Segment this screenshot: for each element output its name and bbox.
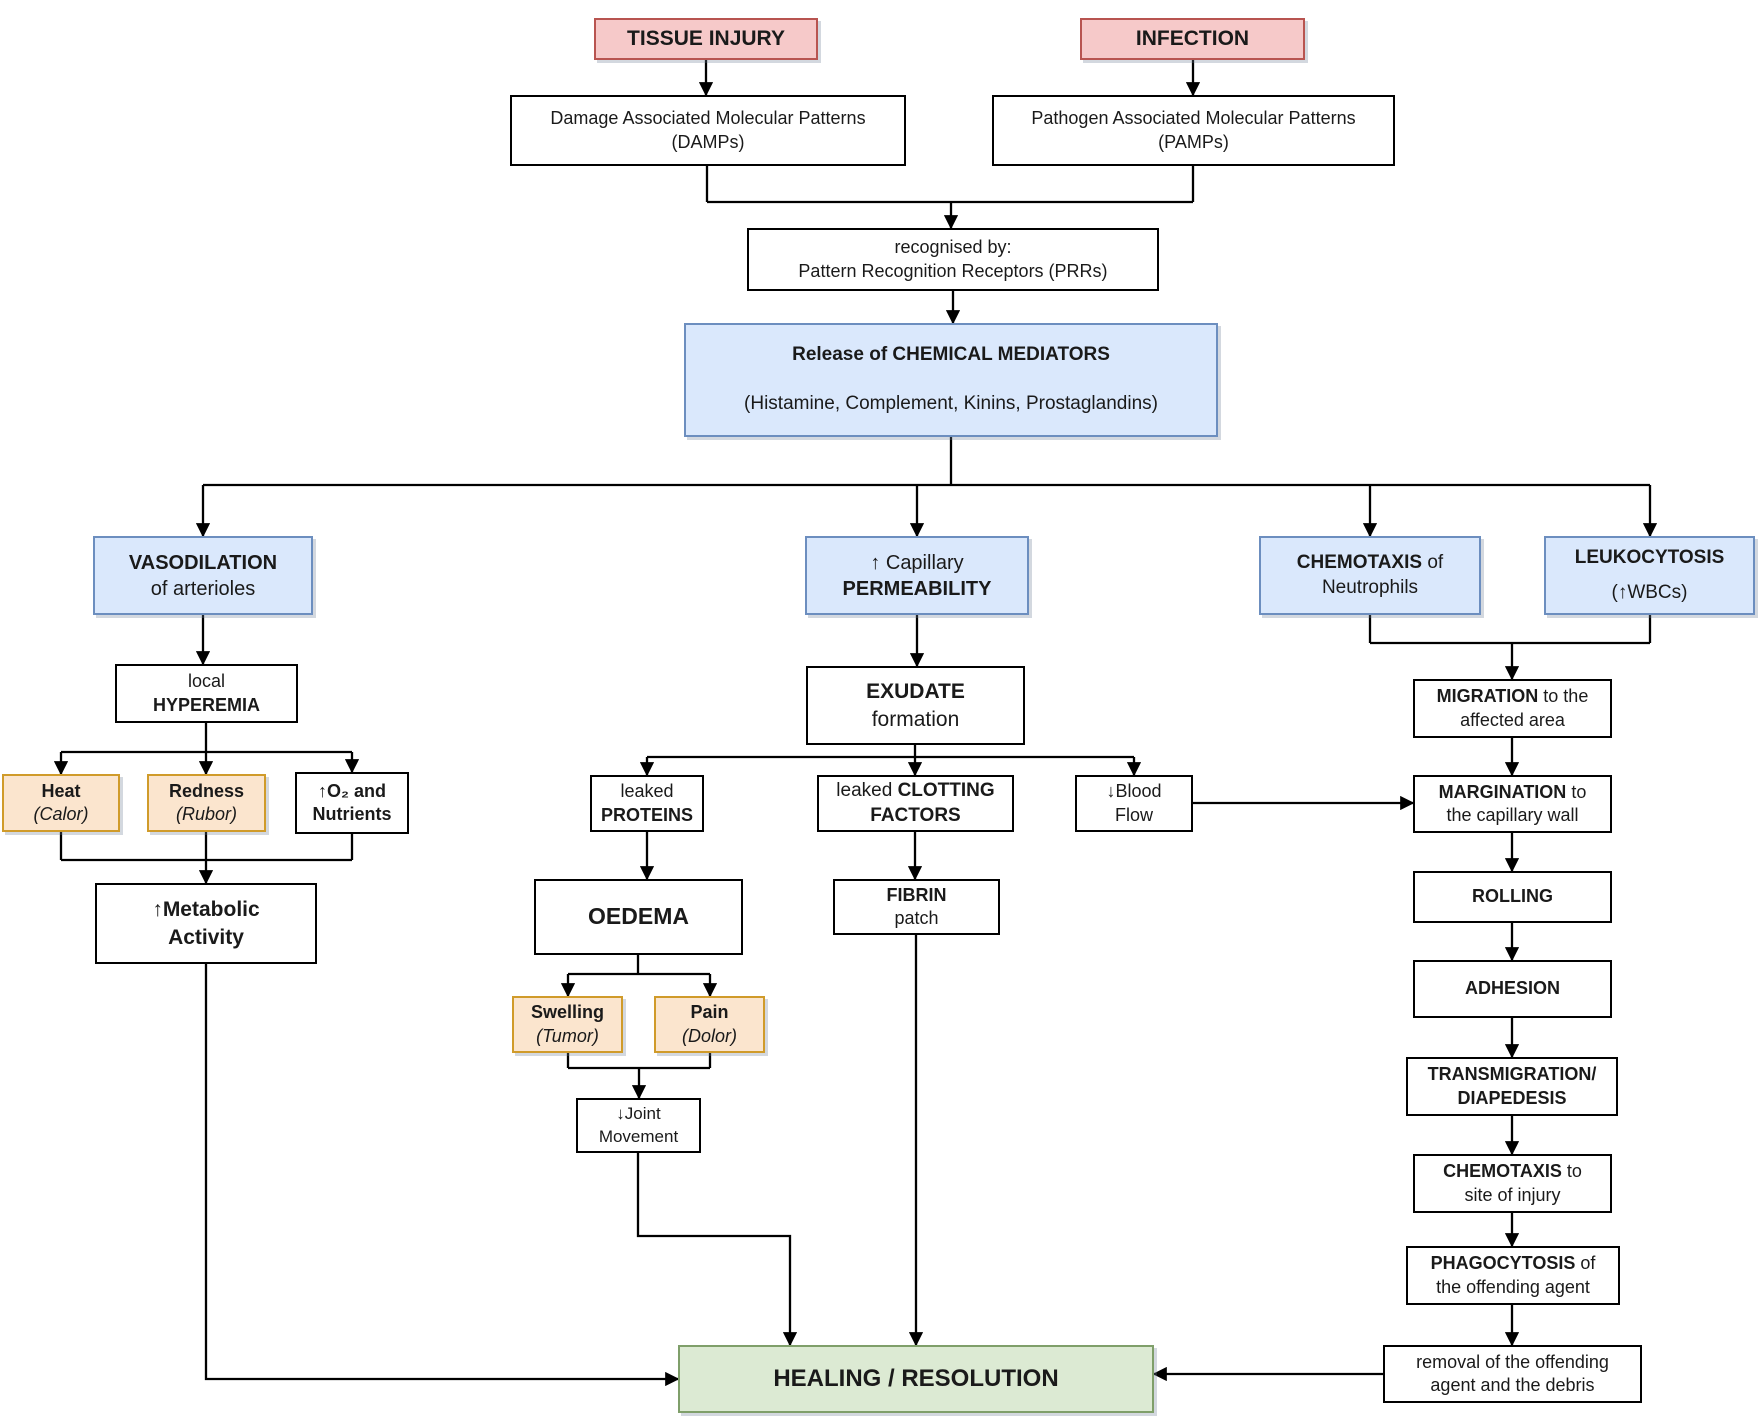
node-heat-calor-text: Heat: [41, 780, 81, 801]
node-vasodilation-text: VASODILATION: [128, 551, 278, 574]
node-leaked-clotting-factors: leaked CLOTTING FACTORS: [817, 775, 1014, 832]
node-exudate-formation-text: formation: [871, 707, 960, 731]
node-blood-flow-text: ↓Blood: [1106, 781, 1162, 802]
node-removal-text: agent and the debris: [1430, 1375, 1595, 1395]
node-removal: removal of the offending agent and the de…: [1383, 1345, 1642, 1403]
node-damps: Damage Associated Molecular Patterns(DAM…: [510, 95, 906, 166]
node-prrs-text: Pattern Recognition Receptors (PRRs): [798, 260, 1108, 281]
node-prrs: recognised by:Pattern Recognition Recept…: [747, 228, 1159, 291]
node-blood-flow-text: Flow: [1114, 804, 1153, 825]
node-leukocytosis: LEUKOCYTOSIS (↑WBCs): [1544, 536, 1755, 615]
node-rolling: ROLLING: [1413, 871, 1612, 923]
node-pain-dolor-text: (Dolor): [681, 1025, 737, 1046]
flow-arrow: [204, 964, 680, 1387]
node-swelling-tumor: Swelling(Tumor): [512, 996, 623, 1053]
node-adhesion: ADHESION: [1413, 960, 1612, 1018]
node-infection-text: INFECTION: [1135, 27, 1250, 51]
node-chemotaxis-neutrophils-text: Neutrophils: [1321, 576, 1419, 598]
node-heat-calor-text: (Calor): [33, 804, 89, 824]
node-joint-movement-text: Movement: [598, 1126, 679, 1146]
node-o2-nutrients-text: ↑O₂ and: [317, 780, 386, 801]
node-exudate-formation-text: EXUDATE: [866, 680, 965, 704]
node-local-hyperemia-text: local: [187, 671, 226, 692]
node-pamps-text: Pathogen Associated Molecular Patterns: [1031, 108, 1356, 129]
node-healing-resolution-text: HEALING / RESOLUTION: [773, 1365, 1059, 1393]
node-joint-movement-text: ↓Joint: [616, 1104, 661, 1124]
node-local-hyperemia-text: HYPEREMIA: [152, 694, 260, 715]
node-margination: MARGINATION to the capillary wall: [1413, 775, 1612, 833]
node-transmigration-text: DIAPEDESIS: [1457, 1087, 1567, 1108]
node-vasodilation-text: of arterioles: [150, 577, 256, 600]
node-leaked-proteins-text: PROTEINS: [600, 804, 693, 825]
node-capillary-permeability-text: ↑ Capillary: [870, 551, 964, 574]
node-leukocytosis-text: LEUKOCYTOSIS: [1574, 546, 1725, 568]
node-rolling-text: ROLLING: [1472, 886, 1553, 907]
node-swelling-tumor-text: (Tumor): [536, 1025, 599, 1046]
flow-arrow: [636, 1153, 798, 1347]
node-prrs-text: recognised by:: [894, 237, 1012, 258]
node-swelling-tumor-text: Swelling: [530, 1002, 604, 1023]
node-damps-text: (DAMPs): [671, 131, 745, 152]
node-vasodilation: VASODILATION of arterioles: [93, 536, 313, 615]
node-oedema-text: OEDEMA: [588, 903, 689, 930]
node-chemotaxis-site-text: site of injury: [1464, 1184, 1561, 1205]
node-transmigration-text: TRANSMIGRATION/: [1427, 1064, 1597, 1085]
node-phagocytosis-text: the offending agent: [1436, 1276, 1590, 1297]
node-chemotaxis-neutrophils: CHEMOTAXIS of Neutrophils: [1259, 536, 1481, 615]
node-exudate-formation: EXUDATE formation: [806, 666, 1025, 745]
node-capillary-permeability-text: PERMEABILITY: [842, 577, 992, 600]
node-fibrin-patch-text: FIBRIN: [886, 884, 947, 905]
node-leaked-proteins-text: leaked: [620, 781, 674, 802]
node-pamps: Pathogen Associated Molecular Patterns(P…: [992, 95, 1395, 166]
node-fibrin-patch: FIBRIN patch: [833, 879, 1000, 935]
node-chemotaxis-neutrophils-text: CHEMOTAXIS of: [1296, 551, 1444, 573]
node-healing-resolution: HEALING / RESOLUTION: [678, 1345, 1154, 1413]
node-leaked-clotting-factors-text: FACTORS: [870, 804, 961, 826]
node-heat-calor: Heat (Calor): [2, 774, 120, 832]
node-chemotaxis-site-text: CHEMOTAXIS to: [1443, 1161, 1582, 1182]
node-chemical-mediators: Release of CHEMICAL MEDIATORS (Histamine,…: [684, 323, 1218, 437]
node-adhesion-text: ADHESION: [1464, 978, 1560, 999]
node-oedema: OEDEMA: [534, 879, 743, 955]
node-phagocytosis-text: PHAGOCYTOSIS of: [1430, 1253, 1596, 1274]
node-chemical-mediators-text: Release of CHEMICAL MEDIATORS: [792, 344, 1110, 366]
node-infection: INFECTION: [1080, 18, 1305, 60]
node-migration-text: affected area: [1460, 709, 1565, 730]
node-pain-dolor-text: Pain: [690, 1002, 729, 1023]
node-chemical-mediators-text: (Histamine, Complement, Kinins, Prostagl…: [744, 393, 1158, 414]
node-o2-nutrients-text: Nutrients: [312, 804, 392, 824]
node-transmigration: TRANSMIGRATION/DIAPEDESIS: [1406, 1057, 1618, 1116]
node-tissue-injury: TISSUE INJURY: [594, 18, 818, 60]
node-redness-rubor: Redness (Rubor): [147, 774, 266, 832]
node-leaked-clotting-factors-text: leaked CLOTTING: [836, 779, 995, 801]
node-migration-text: MIGRATION to the: [1436, 686, 1589, 707]
node-metabolic-activity-text: Activity: [168, 925, 244, 949]
node-fibrin-patch-text: patch: [894, 908, 939, 928]
node-removal-text: removal of the offending: [1416, 1351, 1609, 1372]
node-pain-dolor: Pain(Dolor): [654, 996, 765, 1053]
node-margination-text: MARGINATION to: [1438, 781, 1587, 802]
node-margination-text: the capillary wall: [1446, 805, 1579, 825]
node-pamps-text: (PAMPs): [1158, 131, 1229, 152]
node-redness-rubor-text: (Rubor): [175, 804, 237, 824]
node-tissue-injury-text: TISSUE INJURY: [627, 27, 785, 51]
node-damps-text: Damage Associated Molecular Patterns: [550, 108, 866, 129]
node-redness-rubor-text: Redness: [168, 780, 245, 801]
node-leukocytosis-text: (↑WBCs): [1611, 581, 1688, 603]
node-metabolic-activity-text: ↑Metabolic: [152, 898, 260, 922]
